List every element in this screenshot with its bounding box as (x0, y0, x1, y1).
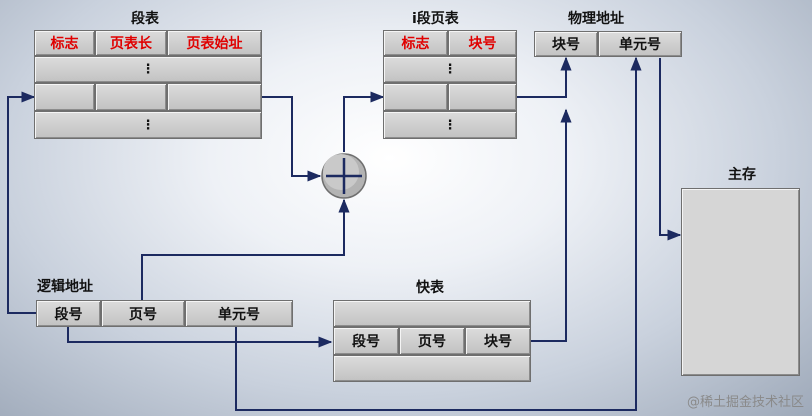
arrow-fast-table-to-phys-block (531, 108, 572, 342)
fast-table-title: 快表 (416, 280, 444, 296)
logical-address-page: 页号 (101, 300, 185, 327)
arrow-adder-to-page-table (343, 91, 385, 152)
arrow-segment-table-to-adder (262, 96, 322, 182)
page-table-row-cell (383, 83, 448, 111)
arrow-segno-to-segment-table (7, 91, 36, 314)
segment-table-title: 段表 (131, 11, 159, 27)
watermark: @稀土掘金技术社区 (686, 395, 804, 410)
arrow-unit-to-phys-unit (235, 56, 642, 411)
arrow-logical-to-fast-table (67, 327, 333, 348)
fast-table-row-cell (333, 300, 531, 327)
segment-table-row-cell (95, 83, 167, 111)
logical-address-segment: 段号 (36, 300, 101, 327)
physical-address-unit: 单元号 (598, 31, 682, 57)
page-table-row-ellipsis: ⋮ (383, 56, 517, 83)
segment-table-row-ellipsis: ⋮ (34, 56, 262, 83)
segment-table-row-ellipsis: ⋮ (34, 111, 262, 139)
fast-table-block: 块号 (465, 327, 531, 355)
segment-table-header-pt-start: 页表始址 (167, 30, 262, 56)
fast-table-row-cell (333, 355, 531, 382)
page-table-title: i段页表 (412, 11, 459, 27)
main-memory-title: 主存 (728, 167, 756, 183)
segment-table-header-flag: 标志 (34, 30, 95, 56)
page-table-row-ellipsis: ⋮ (383, 111, 517, 139)
logical-address-title: 逻辑地址 (37, 279, 93, 295)
physical-address-title: 物理地址 (568, 11, 624, 27)
fast-table-segment: 段号 (333, 327, 399, 355)
adder-circle (321, 153, 367, 199)
physical-address-block: 块号 (534, 31, 598, 57)
segment-table-header-pt-length: 页表长 (95, 30, 167, 56)
page-table-header-block: 块号 (448, 30, 517, 56)
page-table-row-cell (448, 83, 517, 111)
logical-address-unit: 单元号 (185, 300, 293, 327)
fast-table-page: 页号 (399, 327, 465, 355)
segment-table-row-cell (167, 83, 262, 111)
main-memory-box (681, 188, 800, 376)
arrow-pageno-to-adder (141, 198, 350, 300)
arrow-page-table-to-phys-block (517, 56, 572, 98)
page-table-header-flag: 标志 (383, 30, 448, 56)
segment-table-row-cell (34, 83, 95, 111)
arrow-phys-to-main-memory (659, 58, 682, 241)
